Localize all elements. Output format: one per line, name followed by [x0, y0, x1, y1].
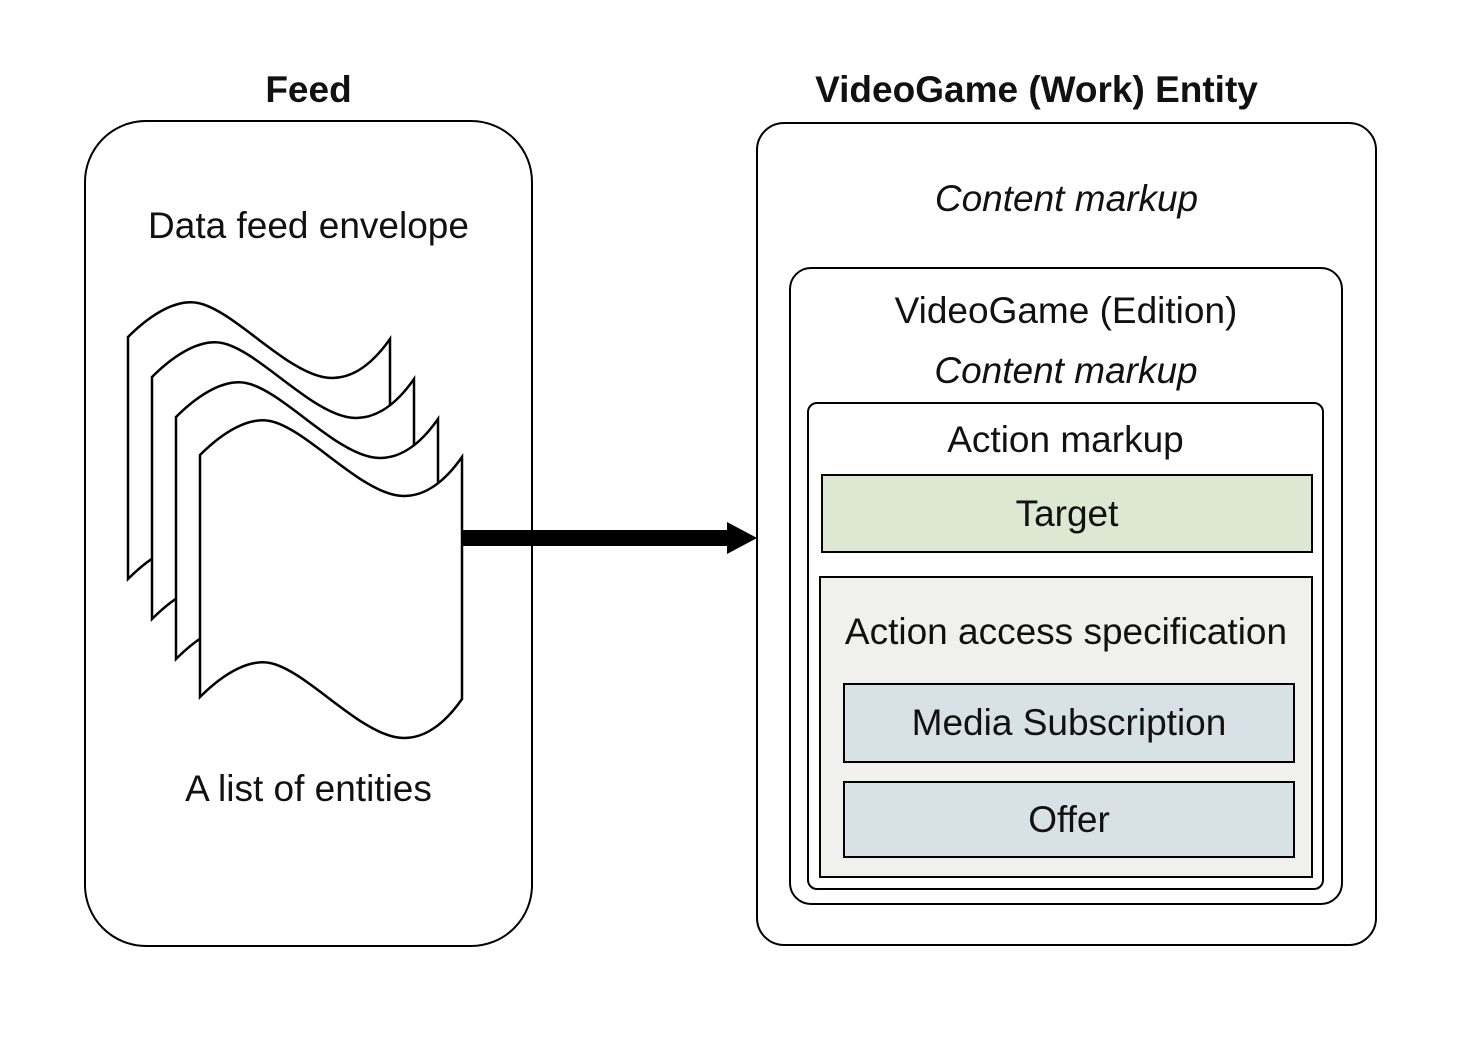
- videogame-work-entity-title: VideoGame (Work) Entity: [815, 69, 1258, 110]
- action-markup-box: Action markup Target Action access speci…: [807, 402, 1324, 890]
- feed-title: Feed: [265, 69, 352, 110]
- target-label: Target: [1015, 492, 1119, 534]
- entities-list-label: A list of entities: [185, 768, 432, 809]
- target-box: Target: [821, 474, 1313, 553]
- action-markup-label: Action markup: [947, 419, 1184, 460]
- videogame-edition-label: VideoGame (Edition): [894, 290, 1238, 331]
- videogame-edition-box: VideoGame (Edition) Content markup Actio…: [789, 267, 1343, 905]
- feed-to-entity-arrow-icon: [461, 522, 757, 554]
- content-markup-label: Content markup: [934, 178, 1199, 219]
- media-subscription-box: Media Subscription: [843, 683, 1295, 763]
- feed-box: Data feed envelope A list of entities: [84, 120, 533, 947]
- action-access-specification-box: Action access specification Media Subscr…: [819, 576, 1313, 878]
- offer-label: Offer: [1028, 798, 1110, 840]
- document-stack-icon: [126, 301, 464, 740]
- data-feed-envelope-label: Data feed envelope: [148, 205, 469, 246]
- offer-box: Offer: [843, 781, 1295, 858]
- media-subscription-label: Media Subscription: [911, 702, 1227, 743]
- content-markup-label: Content markup: [934, 350, 1198, 391]
- wavy-page-icon: [198, 419, 464, 740]
- videogame-work-entity-box: Content markup VideoGame (Edition) Conte…: [756, 122, 1377, 946]
- action-access-specification-label: Action access specification: [844, 611, 1288, 652]
